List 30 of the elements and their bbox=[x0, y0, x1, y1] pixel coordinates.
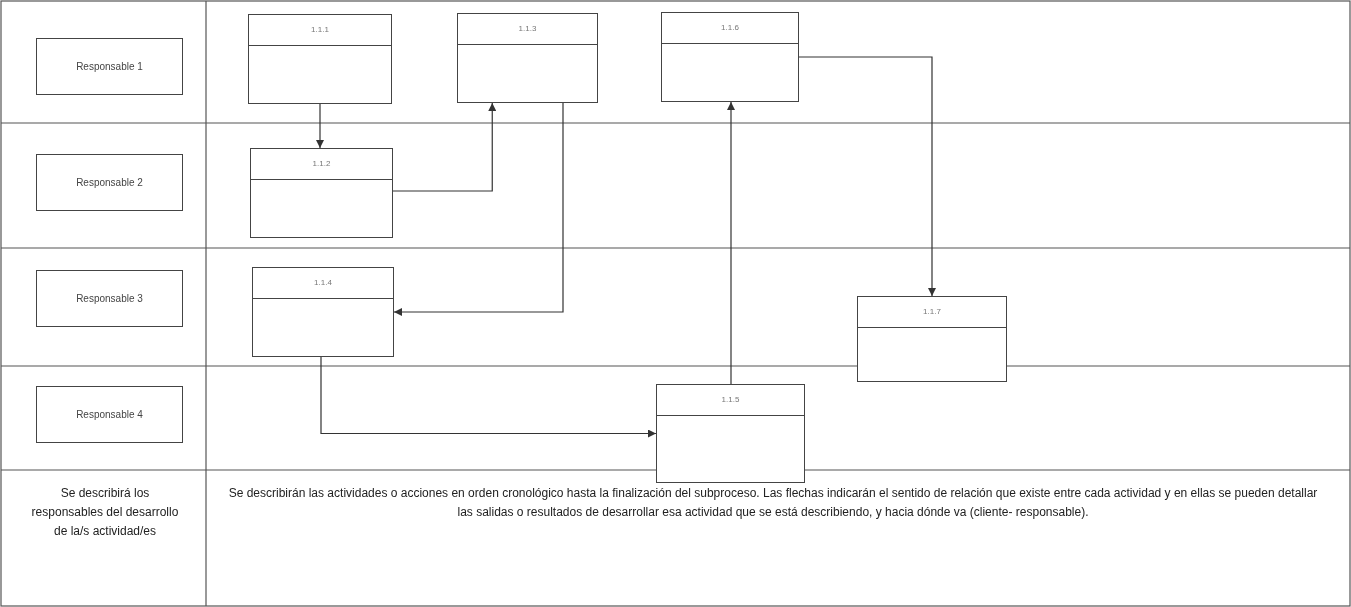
activity-number: 1.1.4 bbox=[314, 277, 332, 289]
activity-number: 1.1.1 bbox=[311, 24, 329, 36]
responsible-box bbox=[36, 270, 183, 327]
role-label: Responsable 1 bbox=[76, 60, 143, 74]
activity-number: 1.1.2 bbox=[312, 158, 331, 170]
activity-box bbox=[248, 14, 392, 104]
note-text: Se describirá los responsables del desarrollo de la/s actividad/es bbox=[30, 485, 180, 540]
responsible-box bbox=[36, 386, 183, 443]
activity-number: 1.1.5 bbox=[721, 394, 740, 406]
role-label: Responsable 3 bbox=[76, 292, 143, 306]
activity-box bbox=[457, 13, 598, 103]
activity-number: 1.1.7 bbox=[923, 306, 941, 318]
arrow bbox=[392, 102, 497, 192]
arrow bbox=[727, 101, 735, 385]
arrow bbox=[320, 356, 657, 438]
responsible-box bbox=[36, 154, 183, 211]
role-label: Responsable 4 bbox=[76, 408, 143, 422]
note-text: Se describirán las actividades o acciones en orden cronológico hasta la finalización del subproceso. Las flechas indicarán el sentido de relación que existe entre cada actividad y en ellas se pueden detallar las salidas o resultados de desarrollar esa actividad que se está describiendo, y hacia dónde va (cliente- responsable). bbox=[228, 485, 1318, 521]
activity-box bbox=[661, 12, 799, 102]
activity-box bbox=[250, 148, 393, 238]
activity-box bbox=[252, 267, 394, 357]
responsible-box bbox=[36, 38, 183, 95]
arrow bbox=[316, 103, 324, 149]
activity-box bbox=[656, 384, 805, 483]
activity-box bbox=[857, 296, 1007, 382]
role-label: Responsable 2 bbox=[76, 176, 143, 190]
activity-number: 1.1.6 bbox=[721, 22, 739, 34]
arrow bbox=[798, 56, 936, 297]
activity-number: 1.1.3 bbox=[518, 23, 537, 35]
arrow bbox=[393, 102, 564, 316]
